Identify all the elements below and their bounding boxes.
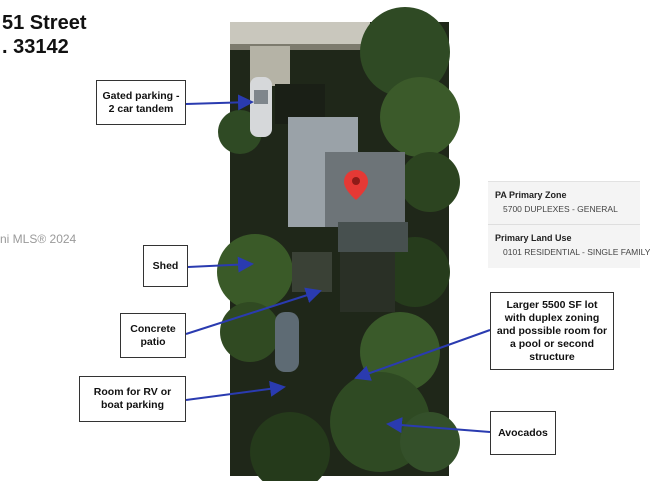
callout-avocados-text: Avocados — [498, 426, 548, 439]
callout-lot: Larger 5500 SF lot with duplex zoning an… — [490, 292, 614, 370]
callout-parking: Gated parking - 2 car tandem — [96, 80, 186, 125]
land-use-label: Primary Land Use — [495, 233, 572, 243]
primary-zone-value: 5700 DUPLEXES - GENERAL — [503, 204, 618, 214]
mls-watermark: ni MLS® 2024 — [0, 232, 77, 246]
property-info-panel: PA Primary Zone 5700 DUPLEXES - GENERAL … — [488, 181, 650, 268]
callout-rv-text: Room for RV or boat parking — [93, 386, 172, 411]
callout-shed-text: Shed — [152, 259, 179, 272]
callout-parking-text: Gated parking - 2 car tandem — [102, 89, 180, 115]
address-street: 51 Street — [2, 12, 87, 34]
address-zip: . 33142 — [2, 36, 69, 58]
callout-lot-text: Larger 5500 SF lot with duplex zoning an… — [496, 298, 608, 363]
callout-shed: Shed — [143, 245, 188, 287]
land-use-row: Primary Land Use 0101 RESIDENTIAL - SING… — [488, 225, 650, 267]
aerial-map — [217, 7, 460, 481]
map-pin-icon — [344, 170, 368, 200]
primary-zone-label: PA Primary Zone — [495, 190, 567, 200]
primary-zone-row: PA Primary Zone 5700 DUPLEXES - GENERAL — [488, 182, 640, 224]
land-use-value: 0101 RESIDENTIAL - SINGLE FAMILY — [503, 247, 650, 257]
callout-patio: Concrete patio — [120, 313, 186, 358]
callout-patio-text: Concrete patio — [130, 322, 176, 348]
callout-rv: Room for RV or boat parking — [79, 376, 186, 422]
aerial-imagery — [217, 7, 460, 481]
panel-divider — [488, 224, 640, 225]
callout-avocados: Avocados — [490, 411, 556, 455]
